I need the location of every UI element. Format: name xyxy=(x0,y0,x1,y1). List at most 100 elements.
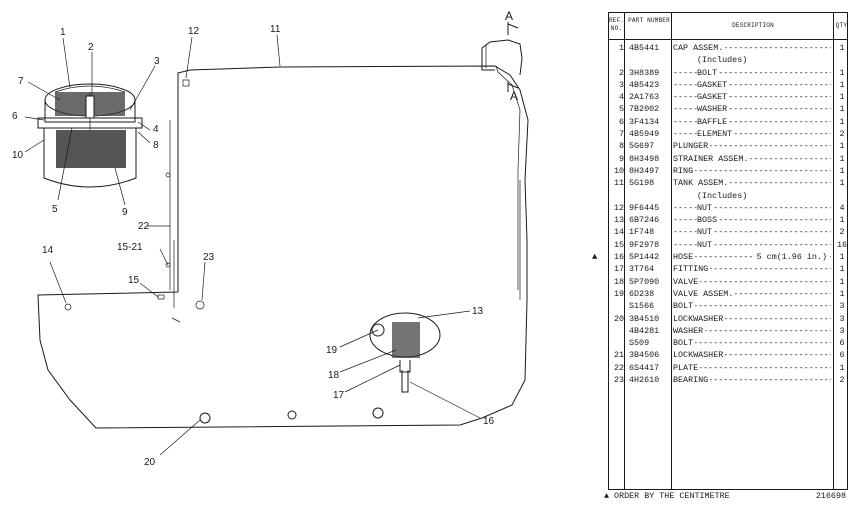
callout-12: 12 xyxy=(188,26,200,37)
table-row: 12 9F6445 --------------------------------… xyxy=(609,202,847,214)
parts-table-header: REF. NO. PART NUMBER DESCRIPTION QTY xyxy=(609,13,847,40)
table-row: 74B5949---------------------------------… xyxy=(609,128,847,140)
part-number-cell: 3B4506 xyxy=(629,350,660,361)
qty-cell: 1 xyxy=(839,264,845,275)
ref-no-cell: 4 xyxy=(618,92,624,103)
part-number-cell: 3T764 xyxy=(629,264,655,275)
part-number-cell: 5G697 xyxy=(629,141,655,152)
description-cell: ----------------------------------------… xyxy=(673,141,831,152)
part-number-cell: 2A1763 xyxy=(629,92,660,103)
callout-4: 4 xyxy=(153,124,159,135)
table-row: 159F2978--------------------------------… xyxy=(609,239,847,251)
qty-cell: 1 xyxy=(839,153,845,164)
qty-cell: 2 xyxy=(839,129,845,140)
table-row: 23 4H2610 --------------------------------… xyxy=(609,374,847,386)
description-cell: ----------------------------------------… xyxy=(673,375,831,386)
table-row: 213B4506--------------------------------… xyxy=(609,349,847,361)
table-row: 108H3497--------------------------------… xyxy=(609,165,847,177)
ref-no-cell: 5 xyxy=(618,104,624,115)
table-row: 203B4510--------------------------------… xyxy=(609,313,847,325)
callout-20: 20 xyxy=(144,457,156,468)
parts-table-footer: ▲ ORDER BY THE CENTIMETRE 216698 xyxy=(604,490,850,504)
description-cell: ----------------------------------------… xyxy=(673,215,831,226)
table-row: 23H8389---------------------------------… xyxy=(609,67,847,79)
description-cell: ----------------------------------------… xyxy=(673,251,831,264)
ref-no-cell: 12 xyxy=(613,202,624,213)
callout-15: 15 xyxy=(128,275,140,286)
part-number-cell: 9F6445 xyxy=(629,202,660,213)
description-cell: ----------------------------------------… xyxy=(673,79,831,90)
part-number-cell: 7B2002 xyxy=(629,104,660,115)
qty-cell: 6 xyxy=(839,350,845,361)
qty-cell: 1 xyxy=(839,276,845,287)
callout-13: 13 xyxy=(472,306,484,317)
footer-code: 216698 xyxy=(815,491,846,501)
table-row: S1566-----------------------------------… xyxy=(609,300,847,312)
part-number-cell: 4B5423 xyxy=(629,79,660,90)
callout-19: 19 xyxy=(326,345,338,356)
callout-7: 7 xyxy=(18,76,24,87)
callout-18: 18 xyxy=(328,370,340,381)
table-row: 115G198---------------------------------… xyxy=(609,177,847,189)
part-number-cell: 4H2610 xyxy=(629,375,660,386)
part-number-cell: 6D238 xyxy=(629,288,655,299)
qty-cell: 1 xyxy=(839,165,845,176)
ref-no-cell: 9 xyxy=(618,153,624,164)
part-number-cell: 5P1442 xyxy=(629,252,660,263)
qty-cell: 1 xyxy=(839,92,845,103)
ref-no-cell: 8 xyxy=(618,141,624,152)
parts-table-rows: 1 4B5441 ---------------------------------… xyxy=(592,42,847,386)
part-number-cell: 4B4281 xyxy=(629,325,660,336)
table-row: 63F4134---------------------------------… xyxy=(609,116,847,128)
part-number-cell: 5G198 xyxy=(629,178,655,189)
qty-cell: 1 xyxy=(839,362,845,373)
callout-3: 3 xyxy=(154,56,160,67)
qty-cell: 2 xyxy=(839,227,845,238)
description-cell: ----------------------------------------… xyxy=(673,43,831,53)
ref-no-cell: 10 xyxy=(613,165,624,176)
table-row: 4B4281----------------------------------… xyxy=(609,325,847,337)
description-cell: ----------------------------------------… xyxy=(673,129,831,140)
part-number-cell: 3B4510 xyxy=(629,313,660,324)
ref-no-cell: 23 xyxy=(613,375,624,386)
callout-15-21: 15-21 xyxy=(117,242,143,253)
part-number-cell: 9F2978 xyxy=(629,239,660,250)
qty-cell: 3 xyxy=(839,325,845,336)
table-row: 34B5423---------------------------------… xyxy=(609,79,847,91)
table-row: 185P7090--------------------------------… xyxy=(609,276,847,288)
callout-17: 17 xyxy=(333,390,345,401)
callout-2: 2 xyxy=(88,42,94,53)
part-number-cell: S509 xyxy=(629,338,650,349)
order-marker-icon: ▲ xyxy=(592,252,598,263)
qty-cell: 1 xyxy=(839,141,845,152)
header-description: DESCRIPTION xyxy=(732,22,774,29)
description-cell: ----------------------------------------… xyxy=(673,202,831,213)
description-cell: ----------------------------------------… xyxy=(673,165,831,176)
qty-cell: 3 xyxy=(839,313,845,324)
section-mark-bottom: A xyxy=(510,89,518,103)
length-note: 5 cm(1.96 in.) xyxy=(754,251,829,264)
table-row: S509------------------------------------… xyxy=(609,337,847,349)
description-cell: ----------------------------------------… xyxy=(673,67,831,78)
table-row: (Includes) xyxy=(609,54,847,66)
table-row: 226S4417--------------------------------… xyxy=(609,362,847,374)
qty-cell: 1 xyxy=(839,252,845,263)
table-row: 98H3498---------------------------------… xyxy=(609,153,847,165)
table-row: 8 5G697 ----------------------------------… xyxy=(609,140,847,152)
ref-no-cell: 16 xyxy=(613,252,624,263)
qty-cell: 6 xyxy=(839,338,845,349)
table-row: 1 4B5441 ---------------------------------… xyxy=(609,42,847,54)
description-cell: ----------------------------------------… xyxy=(673,92,831,103)
callout-14: 14 xyxy=(42,245,54,256)
table-row: 57B2002---------------------------------… xyxy=(609,103,847,115)
parts-list-table: REF. NO. PART NUMBER DESCRIPTION QTY 1 4B… xyxy=(592,12,848,490)
part-number-cell: 4B5441 xyxy=(629,43,660,53)
qty-cell: 1 xyxy=(839,288,845,299)
description-cell: ----------------------------------------… xyxy=(673,362,831,373)
qty-cell: 1 xyxy=(839,43,845,53)
part-number-cell: S1566 xyxy=(629,301,655,312)
description-cell: ----------------------------------------… xyxy=(673,227,831,238)
ref-no-cell: 14 xyxy=(613,227,624,238)
section-mark-top: A xyxy=(505,9,513,23)
ref-no-cell: 7 xyxy=(618,129,624,140)
